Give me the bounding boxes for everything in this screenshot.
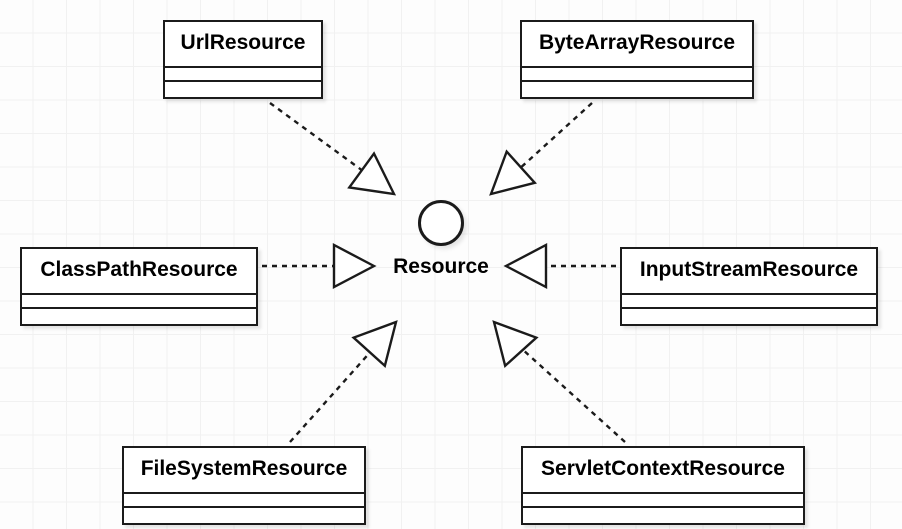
uml-class-name-class-path-resource: ClassPathResource [22,249,256,295]
arrowhead-rel-input-stream-resource [503,243,548,289]
arrowhead-rel-file-system-resource [351,320,398,368]
uml-class-name-input-stream-resource: InputStreamResource [622,249,876,295]
uml-class-name-byte-array-resource: ByteArrayResource [522,22,752,68]
uml-class-file-system-resource[interactable]: FileSystemResource [122,446,366,525]
uml-class-input-stream-resource[interactable]: InputStreamResource [620,247,878,326]
uml-class-operations-input-stream-resource [622,309,876,323]
uml-class-byte-array-resource[interactable]: ByteArrayResource [520,20,754,99]
interface-label-resource: Resource [393,255,489,278]
interface-circle-resource[interactable] [418,200,464,246]
uml-class-attributes-url-resource [165,68,321,82]
uml-class-name-url-resource: UrlResource [165,22,321,68]
arrowhead-rel-url-resource [347,151,397,196]
uml-class-operations-byte-array-resource [522,82,752,96]
uml-class-operations-url-resource [165,82,321,96]
uml-class-attributes-class-path-resource [22,295,256,309]
uml-class-name-servlet-context-resource: ServletContextResource [523,448,803,494]
uml-class-attributes-file-system-resource [124,494,364,508]
uml-class-operations-servlet-context-resource [523,508,803,522]
uml-class-operations-file-system-resource [124,508,364,522]
uml-class-class-path-resource[interactable]: ClassPathResource [20,247,258,326]
arrowhead-rel-servlet-context-resource [492,320,539,368]
uml-class-attributes-servlet-context-resource [523,494,803,508]
uml-class-attributes-input-stream-resource [622,295,876,309]
uml-class-servlet-context-resource[interactable]: ServletContextResource [521,446,805,525]
uml-class-attributes-byte-array-resource [522,68,752,82]
relationship-arrowheads [332,149,548,368]
arrowhead-rel-class-path-resource [332,243,377,289]
uml-class-name-file-system-resource: FileSystemResource [124,448,364,494]
arrowhead-rel-byte-array-resource [489,149,537,196]
line-rel-servlet-context-resource [500,329,626,443]
line-rel-byte-array-resource [495,102,593,191]
uml-class-operations-class-path-resource [22,309,256,323]
uml-class-url-resource[interactable]: UrlResource [163,20,323,99]
